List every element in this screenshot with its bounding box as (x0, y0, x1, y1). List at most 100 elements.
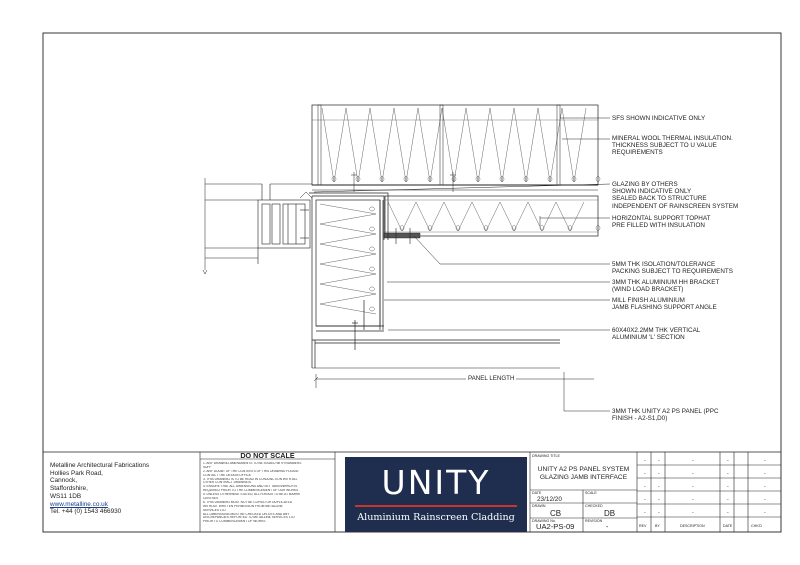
annotation-line: FINISH - A2-S1,D0) (612, 415, 668, 423)
drawing-note-line: PRIOR TO COMMENCEMENT OF WORKS (203, 520, 266, 524)
revision-label: REVISION (585, 519, 603, 523)
drawing-note-line: REQUIRED PRIOR TO THE COMMENCEMENT OF OU… (203, 489, 299, 493)
annotation-line: PRE FILLED WITH INSULATION (612, 222, 705, 230)
revision-cell: - (658, 484, 660, 490)
revision-cell: - (658, 471, 660, 477)
drawn-label: DRAWN (532, 504, 546, 508)
revision-cell: - (727, 497, 729, 503)
company-website-link[interactable]: www.metalline.co.uk (50, 500, 108, 508)
insulation-hatch (319, 203, 377, 315)
annotation-sfs: SFS SHOWN INDICATIVE ONLY (612, 115, 705, 122)
revision-cell: - (727, 458, 729, 464)
company-address: Metalline Architectural Fabrications Hol… (50, 462, 149, 516)
rev-header-by: BY (655, 524, 660, 528)
annotation-line: MINERAL WOOL THERMAL INSULATION. (612, 135, 733, 142)
insulation-loop (427, 225, 433, 231)
insulation-loop (499, 176, 505, 182)
drawn-value: CB (550, 509, 562, 518)
drawing-note-line: 4. ENSURE THAT ALL DIMENSIONS AND SET TA… (203, 485, 298, 489)
drawing-note-line: ALL DIMENSIONS MUST BE CHECKED ON SITE A… (203, 512, 290, 516)
panel-length-label: PANEL LENGTH (466, 375, 517, 382)
drawing-note-line: WITHOUT WRITTEN PERMISSION FROM METALLIN… (203, 504, 283, 508)
logo-tagline: Aluminium Rainscreen Cladding (357, 512, 515, 523)
date-label: DATE (532, 491, 542, 495)
annotation-hh-bracket: 3MM THK ALUMINIUM HH BRACKET(WIND LOAD B… (612, 279, 719, 293)
mineral-wool-insulation-upper (321, 107, 601, 183)
drawing-title-line: UNITY A2 PS PANEL SYSTEM (537, 466, 630, 473)
insulation-loop (539, 225, 545, 231)
company-line: Hollies Park Road, (50, 469, 103, 477)
insulation-loop (427, 176, 433, 182)
upper-fixings (351, 172, 456, 192)
drawing-note-line: CENTRES (203, 497, 219, 501)
revision-cell: - (727, 471, 729, 477)
drawing-note-line: 3. THIS DRAWING IS TO BE READ IN CONJUNC… (203, 477, 298, 481)
revision-cell: - (644, 510, 646, 516)
insulation-loop (399, 225, 405, 231)
company-line: Cannock, (50, 477, 77, 485)
revision-cell: - (692, 484, 694, 490)
rev-header-checked: CHK'D (751, 524, 762, 528)
annotation-line: MILL FINISH ALUMINIUM (612, 297, 685, 304)
insulation-loop (369, 246, 375, 252)
company-line: Metalline Architectural Fabrications (50, 462, 150, 469)
insulation-hatch (321, 107, 587, 183)
revision-cell: - (692, 510, 694, 516)
annotation-line: ALUMINIUM 'L' SECTION (612, 334, 685, 342)
sfs-insulation-zone (311, 104, 599, 186)
revision-cell: - (764, 497, 766, 503)
drawing-note-line: 2. ANY DOUBT OF THE CONTENTS OF THIS DRA… (203, 469, 299, 473)
company-phone: Tel. +44 (0) 1543 466930 (50, 508, 122, 516)
annotation-line: JAMB FLASHING SUPPORT ANGLE (612, 304, 717, 312)
revision-cell: - (692, 458, 694, 464)
drawing-no-label: DRAWING No. (532, 519, 556, 523)
revision-value: - (606, 524, 609, 531)
annotation-line: GLAZING BY OTHERS (612, 181, 678, 188)
insulation-loop (403, 176, 409, 182)
insulation-loop (595, 225, 601, 231)
annotation-line: (WIND LOAD BRACKET) (612, 286, 684, 294)
insulation-loop (369, 226, 375, 232)
annotation-mineral-wool: MINERAL WOOL THERMAL INSULATION.THICKNES… (612, 135, 733, 157)
revision-cell: - (764, 458, 766, 464)
do-not-scale-heading: DO NOT SCALE (240, 451, 295, 460)
a2-panel (311, 196, 560, 369)
date-value: 23/12/20 (537, 496, 562, 503)
checked-label: CHECKED (585, 504, 603, 508)
insulation-loop (331, 176, 337, 182)
insulation-loop (451, 176, 457, 182)
company-line: WS11 1DB (50, 492, 82, 500)
drawing-note-line: CONTACT THE DESIGN OFFICE (203, 473, 251, 477)
drawing-note-line: 1. ANY DRAWING AMENDMENTS TO BE ISSUED W… (203, 462, 302, 465)
annotation-line: INDEPENDENT OF RAINSCREEN SYSTEM (612, 202, 739, 210)
glazing-frame (205, 183, 313, 264)
company-line: Staffordshire, (50, 485, 88, 493)
revision-cell: - (727, 484, 729, 490)
revision-cell: - (658, 497, 660, 503)
drawing-note-line: 5. UNLESS OTHERWISE STATED, ALL FIXINGS … (203, 493, 300, 497)
jamb-detail-drawing (202, 104, 611, 412)
insulation-loop (379, 176, 385, 182)
insulation-loop (369, 306, 375, 312)
revision-cell: - (644, 484, 646, 490)
unity-logo: UNITY Aluminium Rainscreen Cladding (345, 457, 527, 532)
rev-header-rev: REV (639, 524, 647, 528)
revision-cell: - (692, 497, 694, 503)
rev-header-description: DESCRIPTION (680, 524, 705, 528)
annotation-line: 60X40X2.2MM THK VERTICAL (612, 327, 701, 334)
insulation-loop (369, 286, 375, 292)
revision-cell: - (764, 471, 766, 477)
insulation-loop (355, 176, 361, 182)
revision-cell: - (644, 458, 646, 464)
annotation-line: THICKNESS SUBJECT TO U VALUE (612, 142, 717, 150)
annotation-line: SHOWN INDICATIVE ONLY (612, 188, 692, 196)
sfs-studs (317, 104, 561, 186)
jamb-mineral-wool (319, 203, 377, 315)
revision-cell: - (692, 471, 694, 477)
revision-cell: - (644, 497, 646, 503)
insulation-hatch (387, 201, 585, 232)
